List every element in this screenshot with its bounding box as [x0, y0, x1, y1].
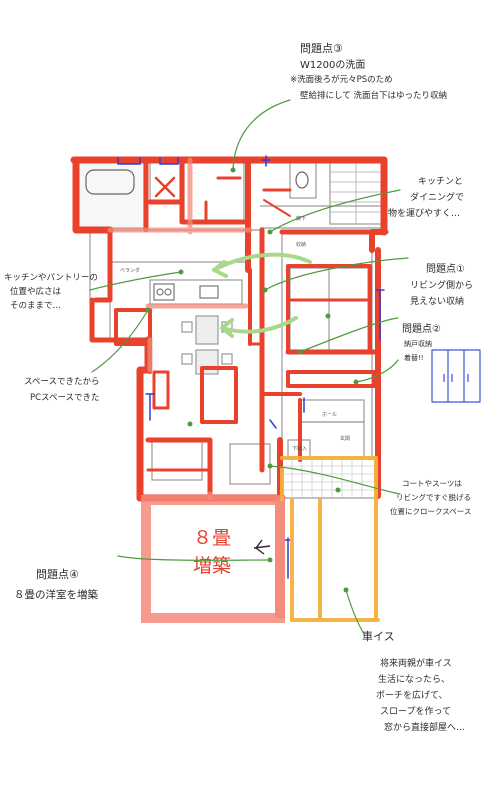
note2-line1: 納戸収納 [404, 339, 432, 348]
note3-title: 問題点③ [300, 42, 343, 55]
coat-note-line2: リビングですぐ脱げる [396, 492, 471, 502]
green-flow-arrows [212, 252, 312, 338]
future-note-line1: 将来両親が車イス [380, 657, 452, 669]
future-note-line4: スロープを作って [380, 705, 451, 717]
future-note-line3: ポーチを広げて、 [376, 689, 448, 701]
pantry-note-line2: 位置や広さは [10, 286, 62, 297]
green-leader-lines [89, 99, 409, 635]
note1-line2: 見えない収納 [410, 295, 464, 307]
kitchen-note-line2: ダイニングで [410, 191, 464, 203]
storage-label: 収納 [296, 241, 306, 248]
note3-line3: 壁給排にして 洗面台下はゆったり収納 [300, 90, 447, 101]
note2-line2: 着替!! [404, 353, 424, 362]
entrance-label: 玄関 [340, 435, 350, 442]
note1-line1: リビング側から [410, 279, 473, 291]
annotation-notes: 問題点③ W1200の洗面 ※洗面後ろが元々PSのため 壁給排にして 洗面台下は… [4, 42, 473, 733]
note2-title: 問題点② [402, 323, 441, 335]
wardrobe-sketch [431, 349, 481, 403]
veranda-label: ベランダ [120, 267, 140, 274]
pc-space-line1: スペースできたから [24, 377, 99, 387]
plan-room-labels: 廊下 ホール 玄関 下駄入 ベランダ 収納 [120, 215, 350, 452]
porch-ramp [280, 456, 380, 622]
wheelchair-note: 車イス [362, 629, 395, 643]
note4-line1: ８畳の洋室を増築 [14, 588, 98, 601]
pantry-note-line3: そのままで… [10, 301, 61, 311]
kitchen-note-line1: キッチンと [418, 176, 463, 187]
pc-space-line2: PCスペースできた [30, 393, 100, 403]
coat-note-line3: 位置にクロークスペース [390, 506, 471, 516]
blue-window-marks [117, 155, 385, 579]
coat-note-line1: コートやスーツは [402, 479, 462, 488]
corridor-label: 廊下 [296, 215, 306, 222]
extension-label-8jo: ８畳 [193, 527, 231, 549]
note3-line2: ※洗面後ろが元々PSのため [290, 74, 393, 85]
pantry-note-line1: キッチンやパントリーの [4, 273, 98, 283]
shoebox-label: 下駄入 [292, 445, 307, 452]
extension-label-zochiku: 増築 [193, 555, 231, 577]
salmon-wall-highlights [107, 157, 253, 501]
future-note-line2: 生活になったら、 [378, 673, 450, 685]
extension-area: ８畳 増築 [141, 495, 285, 623]
note3-line1: W1200の洗面 [300, 59, 365, 71]
note1-title: 問題点① [426, 263, 465, 275]
kitchen-note-line3: 物を運びやすく… [388, 207, 460, 219]
hall-label: ホール [322, 412, 337, 418]
note4-title: 問題点④ [36, 568, 79, 581]
future-note-line5: 窓から直接部屋へ… [384, 721, 465, 733]
